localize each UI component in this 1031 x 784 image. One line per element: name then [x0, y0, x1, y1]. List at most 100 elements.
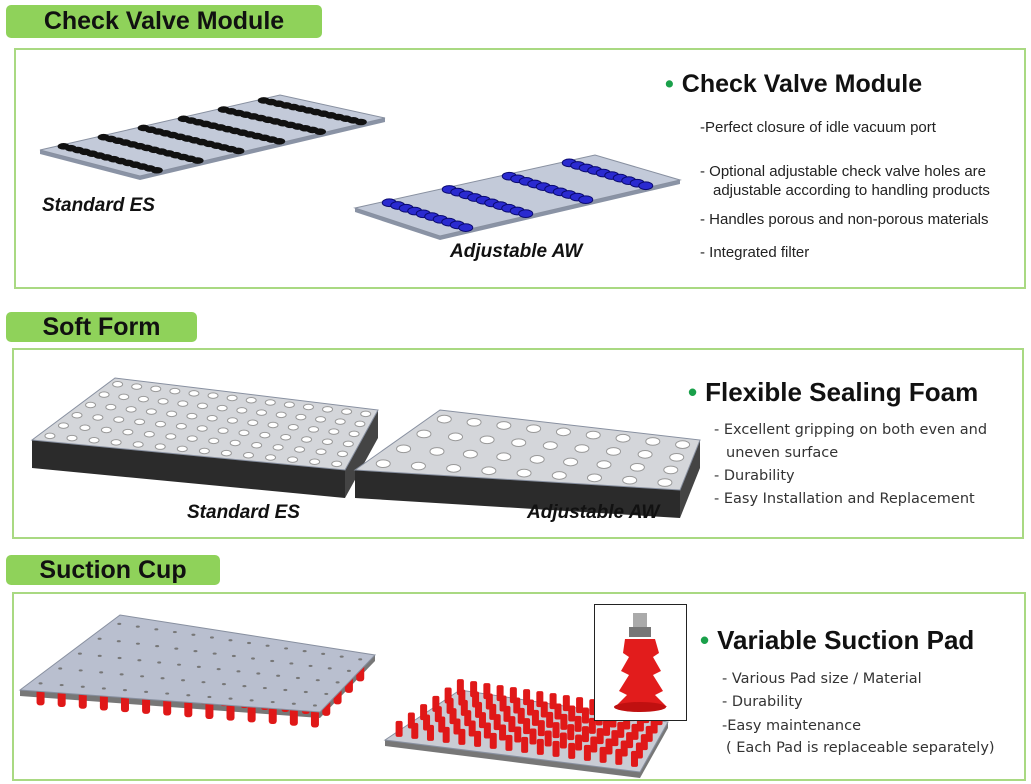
suction-cup: [590, 736, 598, 753]
valve-hole: [295, 413, 307, 421]
valve-hole: [511, 438, 527, 448]
valve-hole: [283, 688, 288, 692]
valve-hole: [125, 406, 137, 413]
suction-pad-closeup: [594, 604, 687, 721]
valve-hole: [176, 445, 188, 453]
valve-hole: [155, 645, 160, 648]
valve-hole: [77, 652, 82, 655]
suction-cup: [205, 700, 214, 719]
valve-hole: [196, 402, 208, 410]
valve-hole: [191, 157, 204, 164]
valve-hole: [66, 434, 78, 442]
feature-item: - Handles porous and non-porous material…: [700, 211, 989, 228]
suction-cup: [310, 709, 319, 728]
valve-hole: [177, 400, 189, 407]
valve-hole: [135, 642, 140, 645]
valve-hole: [315, 448, 327, 455]
suction-cup: [226, 702, 235, 721]
plate: [18, 614, 377, 713]
valve-hole: [226, 417, 238, 424]
valve-hole: [181, 679, 186, 682]
valve-hole: [526, 424, 542, 434]
valve-hole: [105, 403, 117, 411]
valve-hole: [88, 436, 100, 444]
suction-cup: [268, 706, 277, 725]
suction-cup: [626, 732, 634, 749]
valve-hole: [247, 419, 259, 427]
valve-hole: [101, 687, 106, 690]
valve-hole: [135, 625, 140, 628]
suction-cup: [552, 722, 560, 739]
valve-hole: [236, 670, 241, 673]
valve-hole: [186, 412, 198, 420]
valve-hole: [615, 433, 631, 443]
valve-hole: [242, 684, 247, 688]
suction-cup: [603, 719, 611, 736]
valve-hole: [337, 450, 349, 458]
valve-hole: [360, 410, 372, 418]
suction-cup: [536, 738, 544, 755]
valve-hole: [165, 433, 177, 440]
valve-hole: [212, 652, 217, 655]
valve-hole: [169, 387, 181, 395]
valve-hole: [188, 390, 200, 397]
valve-hole: [354, 420, 366, 428]
valve-hole: [242, 452, 254, 459]
suction-cup: [596, 728, 604, 745]
valve-hole: [462, 449, 478, 459]
valve-hole: [309, 458, 321, 466]
suction-cup-panel: [12, 592, 1026, 781]
suction-cup: [483, 683, 491, 700]
valve-hole: [416, 429, 432, 439]
suction-cup: [499, 724, 507, 741]
valve-hole: [110, 439, 122, 446]
suction-cup: [581, 707, 589, 724]
valve-hole: [122, 428, 134, 436]
valve-hole: [145, 408, 157, 415]
suction-cup: [544, 730, 552, 747]
plate-side: [385, 740, 640, 778]
valve-hole: [302, 403, 314, 411]
valve-hole: [160, 677, 165, 680]
check-valve-heading: •Check Valve Module: [665, 70, 922, 99]
valve-hole: [79, 424, 91, 432]
valve-hole: [291, 702, 296, 705]
suction-cup: [432, 695, 440, 712]
suction-cup: [568, 705, 576, 722]
valve-hole: [208, 437, 220, 445]
plate-side: [355, 208, 440, 240]
suction-cup: [583, 744, 591, 761]
suction-cup: [529, 728, 537, 745]
valve-hole: [231, 654, 236, 658]
valve-hole: [669, 452, 685, 462]
valve-hole: [220, 449, 232, 457]
suction-cup-heading: •Variable Suction Pad: [700, 625, 974, 656]
valve-hole: [675, 440, 691, 450]
suction-cup: [521, 736, 529, 753]
valve-hole: [637, 450, 653, 459]
valve-hole: [226, 394, 238, 402]
suction-cup: [576, 697, 584, 714]
section-tab-soft-form: Soft Form: [6, 312, 197, 342]
heading-text: Check Valve Module: [681, 70, 923, 98]
valve-hole: [287, 456, 299, 463]
valve-hole: [58, 667, 63, 670]
suction-cup: [456, 679, 464, 696]
valve-hole: [229, 439, 241, 447]
suction-cup: [620, 740, 628, 757]
suction-cup: [444, 687, 452, 704]
valve-hole: [448, 432, 464, 442]
soft-form-heading: •Flexible Sealing Foam: [688, 377, 978, 408]
valve-hole: [265, 454, 277, 461]
feature-item: ( Each Pad is replaceable separately): [726, 740, 995, 756]
valve-hole: [375, 459, 391, 469]
soft-form-panel: [12, 348, 1024, 539]
valve-hole: [315, 679, 320, 682]
valve-hole: [238, 429, 250, 437]
valve-hole: [321, 652, 326, 655]
valve-hole: [563, 457, 579, 467]
heading-text: Flexible Sealing Foam: [705, 377, 979, 407]
suction-cup: [605, 738, 613, 755]
feature-item: - Easy Installation and Replacement: [714, 491, 975, 507]
valve-hole: [270, 700, 275, 704]
